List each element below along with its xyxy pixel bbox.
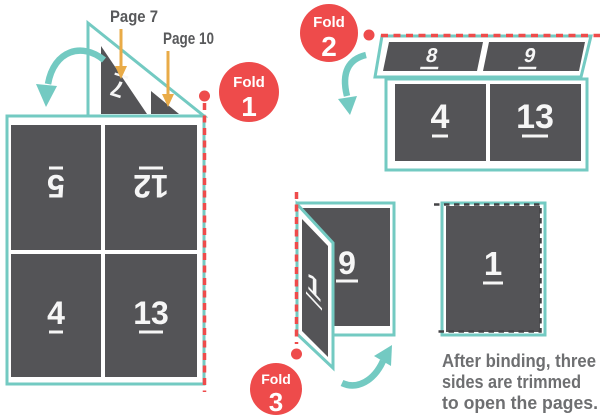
step1-corner-panel-page10 (151, 91, 179, 114)
trim-caption: After binding, three sides are trimmed t… (442, 351, 598, 413)
step2-flap-panel-9 (483, 42, 585, 71)
page-number: 9 (338, 245, 356, 281)
step2-panel-left (395, 84, 486, 161)
step2-panel-right (490, 84, 581, 161)
step1-number-12-rotated: 12 (133, 166, 169, 204)
step1-sheet: 5 12 4 13 7 Page 7 Page 10 (5, 7, 279, 392)
step2-number-13: 13 (516, 98, 554, 138)
fold1-direction-arrowhead-icon (36, 84, 57, 107)
page-number-underline (306, 291, 322, 311)
step1-number-13: 13 (133, 295, 169, 334)
fold1-badge-circle (219, 62, 279, 122)
fold2-badge: Fold 2 (300, 4, 358, 62)
step1-panel-top-left (11, 125, 101, 250)
fold1-direction-arrow (44, 47, 107, 85)
step4-booklet-panel (446, 206, 540, 332)
fold2-badge-circle (300, 4, 358, 62)
step1-number-5-rotated: 5 (47, 166, 65, 204)
page-number: 4 (431, 98, 450, 136)
page-number: 12 (133, 168, 169, 204)
fold2-direction-arrow (341, 51, 367, 97)
page7-pointer-arrowhead-icon (115, 66, 127, 79)
fold3-badge: Fold 3 (250, 363, 302, 417)
fold2-fold-line-dot (363, 29, 375, 41)
caption-line-3: to open the pages. (442, 393, 598, 413)
fold1-fold-line-dot (199, 90, 210, 102)
fold-badge-number: 2 (321, 31, 337, 62)
fold3-badge-circle (250, 363, 302, 415)
step4-number-1: 1 (483, 245, 503, 285)
fold3-direction-arrowhead-icon (374, 345, 392, 366)
fold-badge-label: Fold (313, 14, 345, 31)
step2-flap-panel-8 (383, 42, 483, 71)
page10-pointer-arrowhead-icon (162, 94, 174, 107)
fold1-badge: Fold 1 (219, 62, 279, 122)
step3-booklet: 9 1 Fold 3 (250, 192, 396, 417)
page-number: 9 (522, 45, 538, 67)
step1-panel-bottom-right (105, 254, 197, 377)
fold3-direction-arrow (340, 359, 386, 389)
step3-number-9: 9 (336, 245, 358, 283)
step1-panel-top-right (105, 125, 197, 250)
fold-badge-number: 3 (269, 387, 283, 417)
page-number: 5 (47, 168, 65, 204)
fold2-direction-arrowhead-icon (338, 96, 357, 115)
step1-panel-bottom-left (11, 254, 101, 377)
step4-trim-lines (434, 203, 542, 333)
page-number: 8 (424, 45, 440, 67)
step4-bound-booklet: 1 After binding, three sides are trimmed… (434, 201, 598, 413)
step3-front-cover-number-1: 1 (306, 263, 322, 311)
step2-number-4: 4 (431, 98, 450, 138)
page-number: 4 (47, 295, 65, 331)
page10-label: Page 10 (163, 29, 214, 48)
step2-flap-number-9: 9 (517, 45, 538, 70)
page7-label: Page 7 (110, 7, 158, 26)
fold-badge-label: Fold (261, 371, 291, 387)
step1-number-4: 4 (47, 295, 65, 334)
caption-line-1: After binding, three (442, 351, 596, 371)
fold-badge-number: 1 (241, 91, 257, 122)
fold-badge-label: Fold (233, 74, 265, 91)
fold3-fold-line-dot (291, 348, 302, 360)
page-number: 13 (516, 98, 554, 136)
step1-corner-panel-page7 (101, 46, 147, 114)
step2-sheet: 4 13 8 9 Fold 2 (300, 4, 600, 172)
page-number: 13 (133, 295, 169, 331)
step2-flap-number-8: 8 (419, 45, 440, 70)
page-number: 1 (484, 245, 502, 282)
caption-line-2: sides are trimmed (442, 372, 581, 392)
step3-front-cover-panel (302, 219, 328, 357)
